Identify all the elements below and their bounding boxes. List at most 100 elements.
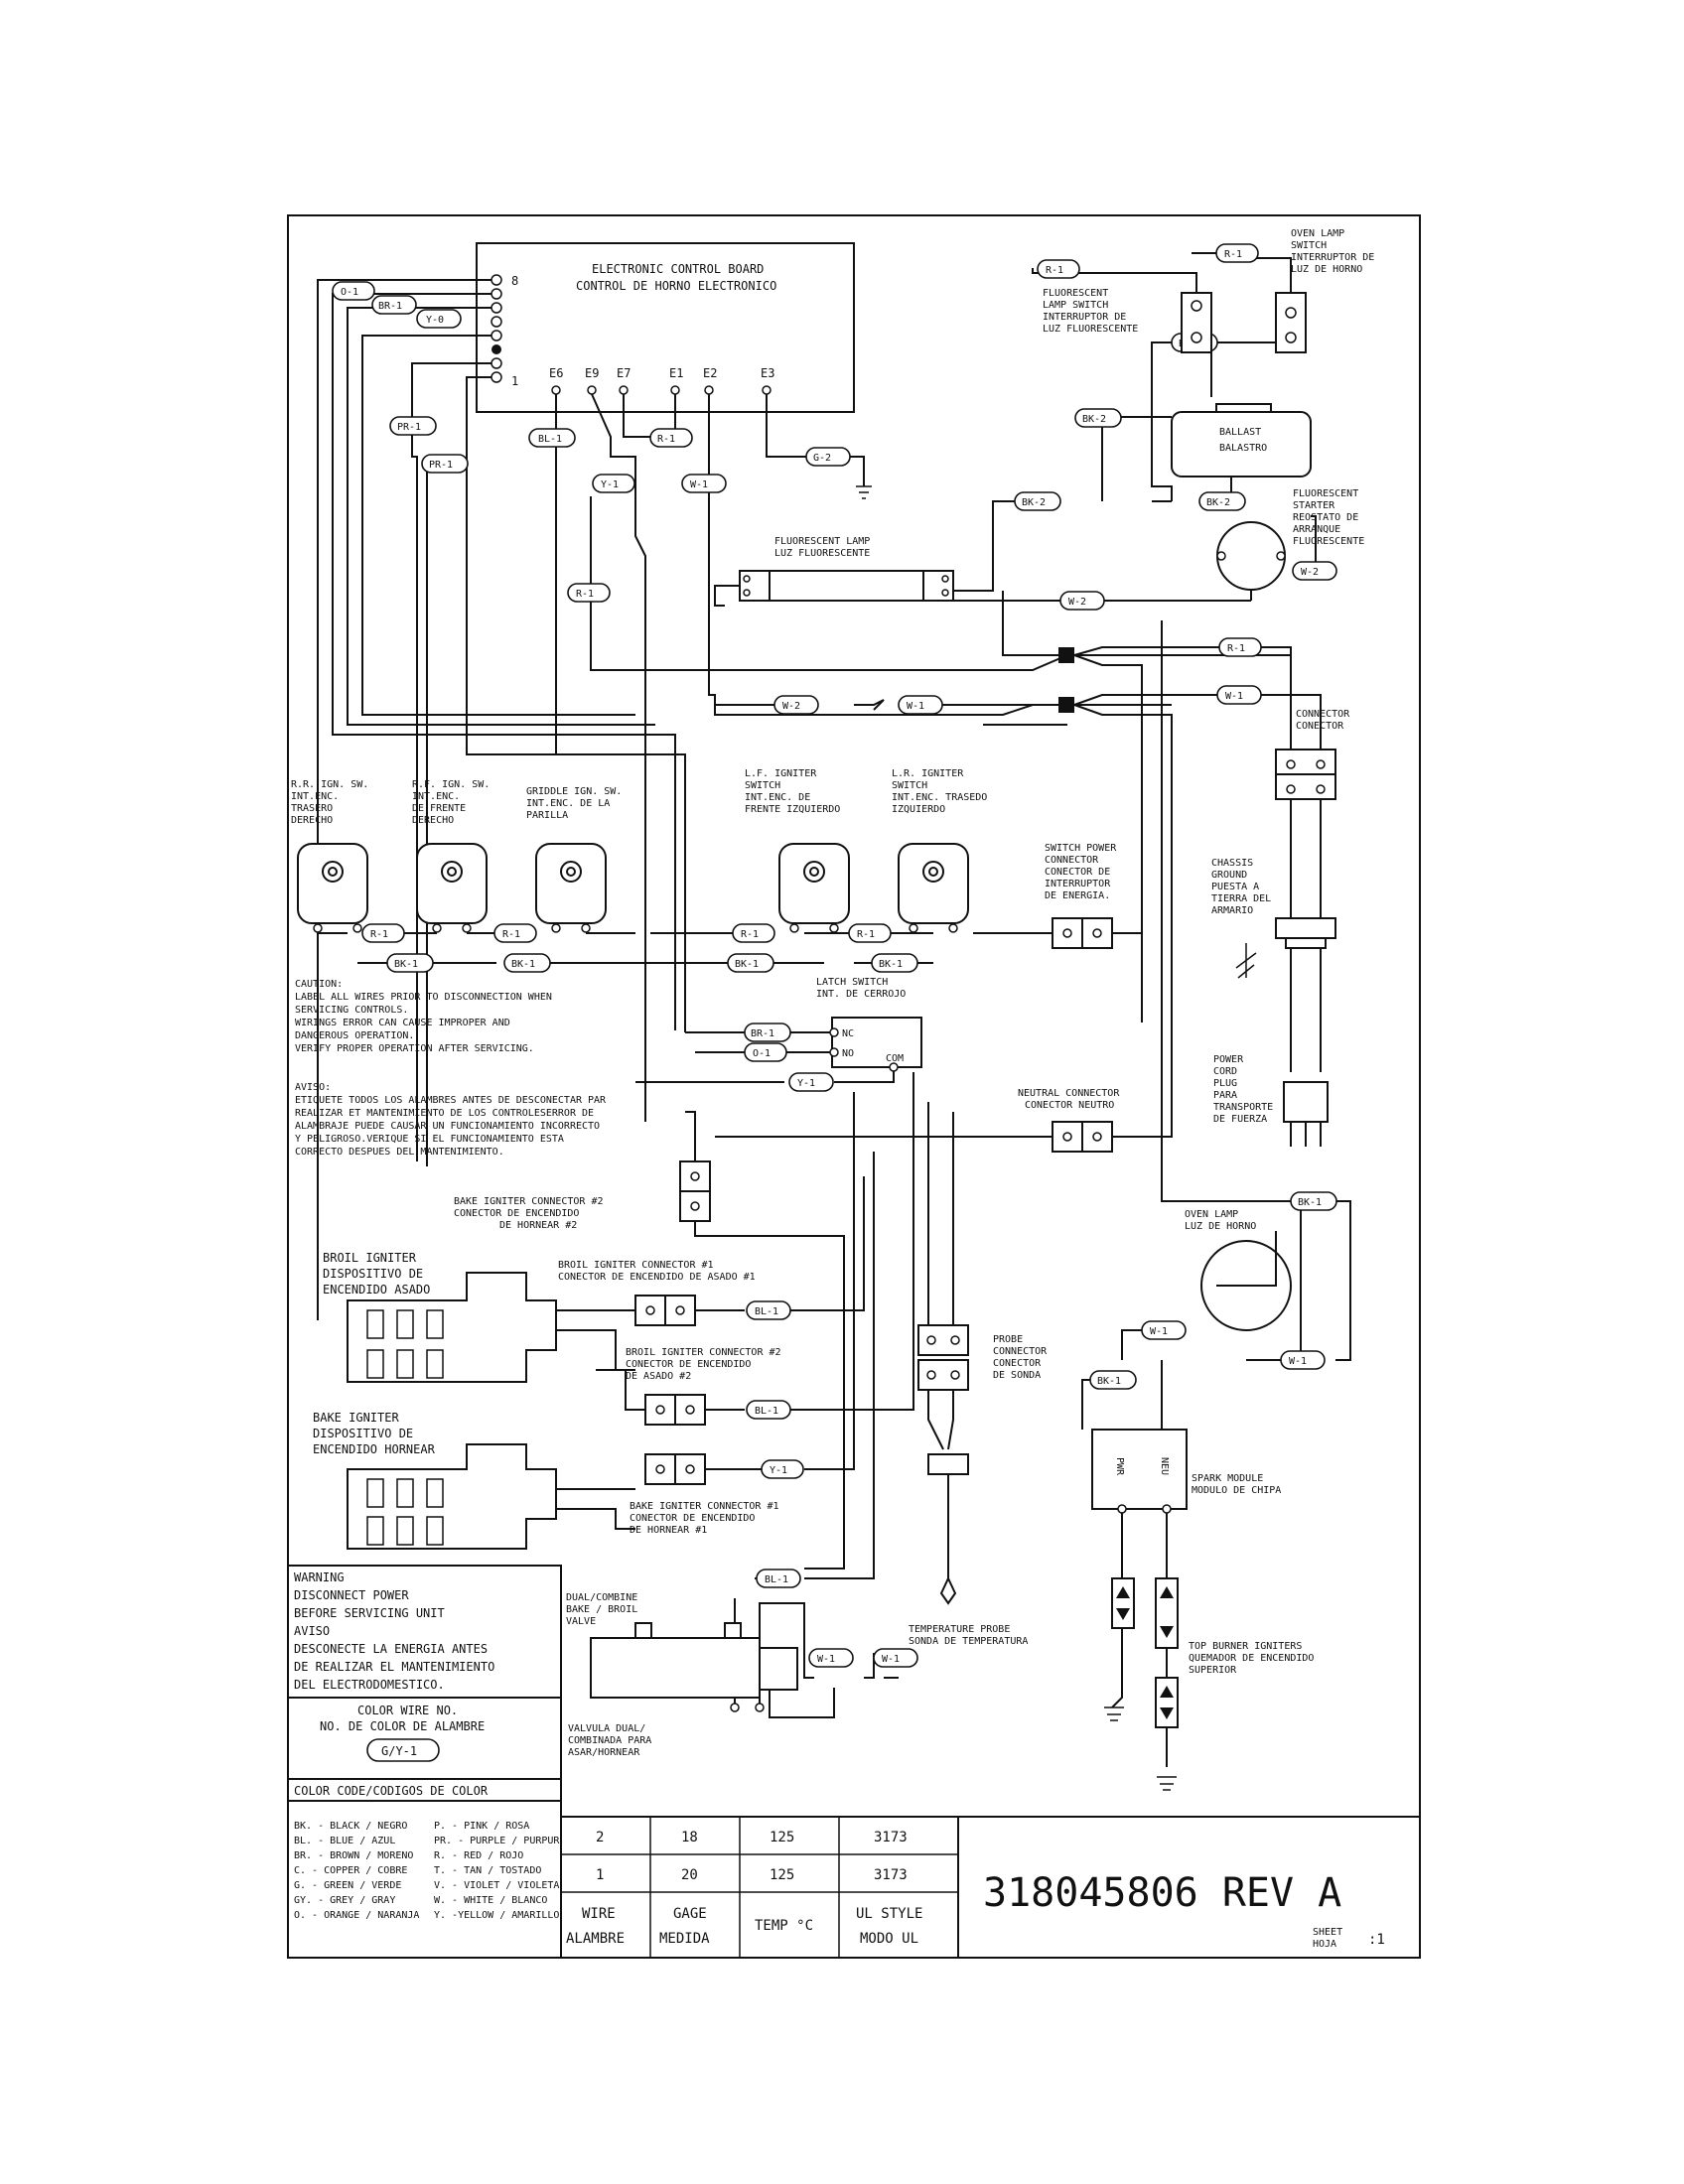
svg-text:BROIL IGNITER: BROIL IGNITER bbox=[323, 1251, 417, 1265]
svg-text:FLUORESCENT: FLUORESCENT bbox=[1043, 288, 1108, 299]
svg-text:SWITCH: SWITCH bbox=[1291, 240, 1327, 251]
svg-text:DE HORNEAR #2: DE HORNEAR #2 bbox=[499, 1220, 577, 1231]
pin-label-top: 8 bbox=[511, 274, 518, 288]
svg-text:AVISO: AVISO bbox=[294, 1624, 330, 1638]
tag-w1-spark: W-1 bbox=[1150, 1326, 1168, 1337]
tag-bl1-broil1: BL-1 bbox=[755, 1306, 778, 1317]
svg-text:DE FRENTE: DE FRENTE bbox=[412, 803, 466, 814]
svg-text:ARMARIO: ARMARIO bbox=[1211, 905, 1253, 916]
tag-w1-ovenlamp: W-1 bbox=[1289, 1356, 1307, 1367]
svg-text:ETIQUETE TODOS LOS ALAMBRES AN: ETIQUETE TODOS LOS ALAMBRES ANTES DE DES… bbox=[295, 1095, 607, 1106]
fluorescent-lamp-switch: FLUORESCENT LAMP SWITCH INTERRUPTOR DE L… bbox=[1043, 288, 1212, 353]
broil-igniter-connector-1: BROIL IGNITER CONNECTOR #1 CONECTOR DE E… bbox=[558, 1260, 756, 1326]
svg-text:BL. - BLUE / AZUL: BL. - BLUE / AZUL bbox=[294, 1836, 395, 1846]
svg-text:COM: COM bbox=[886, 1053, 904, 1064]
spark-module: PWR NEU SPARK MODULE MODULO DE CHIPA bbox=[1091, 1429, 1281, 1514]
svg-text:TEMPERATURE PROBE: TEMPERATURE PROBE bbox=[909, 1624, 1010, 1635]
svg-text:INT.ENC. TRASEDO: INT.ENC. TRASEDO bbox=[892, 792, 987, 803]
svg-text:DE REALIZAR EL MANTENIMIENTO: DE REALIZAR EL MANTENIMIENTO bbox=[294, 1660, 494, 1674]
connector: CONNECTOR CONECTOR bbox=[1275, 709, 1350, 800]
tag-bk1-lf: BK-1 bbox=[735, 959, 759, 970]
svg-text:REOSTATO DE: REOSTATO DE bbox=[1293, 512, 1358, 523]
tag-bl1-valve: BL-1 bbox=[765, 1574, 788, 1585]
svg-text:LUZ FLUORESCENTE: LUZ FLUORESCENTE bbox=[774, 548, 870, 559]
svg-text:BR. - BROWN / MORENO: BR. - BROWN / MORENO bbox=[294, 1850, 413, 1861]
svg-text:ALAMBRE: ALAMBRE bbox=[566, 1931, 625, 1947]
svg-text:BALASTRO: BALASTRO bbox=[1219, 443, 1267, 454]
tag-r1-rr: R-1 bbox=[370, 929, 388, 940]
tag-y0: Y-0 bbox=[426, 315, 444, 326]
svg-text:ARRANQUE: ARRANQUE bbox=[1293, 524, 1340, 535]
svg-text:DESCONECTE LA ENERGIA ANTES: DESCONECTE LA ENERGIA ANTES bbox=[294, 1642, 488, 1656]
terminal-e6: E6 bbox=[549, 366, 563, 380]
svg-text:CONECTOR: CONECTOR bbox=[993, 1358, 1042, 1369]
svg-text:CORRECTO DESPUES DEL MANTENIMI: CORRECTO DESPUES DEL MANTENIMIENTO. bbox=[295, 1147, 504, 1158]
terminal-e9: E9 bbox=[585, 366, 599, 380]
svg-text:TOP BURNER IGNITERS: TOP BURNER IGNITERS bbox=[1189, 1641, 1302, 1652]
sheet-label: SHEET bbox=[1313, 1927, 1342, 1938]
svg-text:BAKE / BROIL: BAKE / BROIL bbox=[566, 1604, 637, 1615]
tag-bk1-rf: BK-1 bbox=[511, 959, 535, 970]
svg-text:INT.ENC. DE LA: INT.ENC. DE LA bbox=[526, 798, 610, 809]
svg-text:LUZ DE HORNO: LUZ DE HORNO bbox=[1291, 264, 1362, 275]
svg-text:G. - GREEN / VERDE: G. - GREEN / VERDE bbox=[294, 1880, 401, 1891]
svg-text:WIRINGS ERROR CAN CAUSE IMPROP: WIRINGS ERROR CAN CAUSE IMPROPER AND bbox=[295, 1018, 510, 1028]
tag-bk2-a: BK-2 bbox=[1082, 414, 1106, 425]
svg-text:MEDIDA: MEDIDA bbox=[659, 1931, 710, 1947]
svg-text:DEL ELECTRODOMESTICO.: DEL ELECTRODOMESTICO. bbox=[294, 1678, 445, 1692]
fluorescent-starter: FLUORESCENT STARTER REOSTATO DE ARRANQUE… bbox=[1216, 488, 1364, 591]
control-board-title-es: CONTROL DE HORNO ELECTRONICO bbox=[576, 279, 776, 293]
svg-text:COLOR WIRE NO.: COLOR WIRE NO. bbox=[357, 1704, 458, 1717]
svg-text:FLUORESCENT: FLUORESCENT bbox=[1293, 488, 1358, 499]
svg-text:CONECTOR: CONECTOR bbox=[1296, 721, 1344, 732]
svg-text:G/Y-1: G/Y-1 bbox=[381, 1744, 417, 1758]
svg-text:L.F. IGNITER: L.F. IGNITER bbox=[745, 768, 817, 779]
tag-r1-rf: R-1 bbox=[502, 929, 520, 940]
pin-label-bottom: 1 bbox=[511, 374, 518, 388]
svg-text:C. - COPPER / COBRE: C. - COPPER / COBRE bbox=[294, 1865, 407, 1876]
svg-text:WIRE: WIRE bbox=[582, 1906, 616, 1922]
oven-lamp-switch: OVEN LAMP SWITCH INTERRUPTOR DE LUZ DE H… bbox=[1275, 228, 1374, 353]
svg-text:125: 125 bbox=[770, 1867, 794, 1883]
tag-bk1-rr: BK-1 bbox=[394, 959, 418, 970]
latch-switch: NC NO COM LATCH SWITCH INT. DE CERROJO bbox=[816, 977, 922, 1072]
svg-text:NEU: NEU bbox=[1159, 1457, 1170, 1475]
svg-text:GY. - GREY / GRAY: GY. - GREY / GRAY bbox=[294, 1895, 395, 1906]
svg-text:TEMP °C: TEMP °C bbox=[755, 1918, 813, 1934]
tag-r1-board: R-1 bbox=[657, 434, 675, 445]
tag-g2: G-2 bbox=[813, 453, 831, 464]
document-number: 318045806 REV A bbox=[983, 1870, 1341, 1916]
caution-notice: CAUTION: LABEL ALL WIRES PRIOR TO DISCON… bbox=[295, 979, 607, 1158]
tag-r1-mid: R-1 bbox=[576, 589, 594, 600]
tag-bl1-broil2: BL-1 bbox=[755, 1406, 778, 1417]
svg-text:INTERRUPTOR DE: INTERRUPTOR DE bbox=[1291, 252, 1374, 263]
svg-text:SONDA DE TEMPERATURA: SONDA DE TEMPERATURA bbox=[909, 1636, 1028, 1647]
tag-w1-conn: W-1 bbox=[1225, 691, 1243, 702]
tag-bk2-c: BK-2 bbox=[1206, 497, 1230, 508]
title-block: 318045806 REV A SHEET HOJA :1 bbox=[957, 1816, 1421, 1959]
tag-y1-latch: Y-1 bbox=[797, 1078, 815, 1089]
svg-text:BROIL IGNITER CONNECTOR #1: BROIL IGNITER CONNECTOR #1 bbox=[558, 1260, 714, 1271]
neutral-connector: NEUTRAL CONNECTOR CONECTOR NEUTRO bbox=[1018, 1088, 1120, 1153]
svg-text:CONECTOR DE ENCENDIDO: CONECTOR DE ENCENDIDO bbox=[630, 1513, 755, 1524]
svg-text:LUZ FLUORESCENTE: LUZ FLUORESCENTE bbox=[1043, 324, 1138, 335]
svg-text:BAKE IGNITER CONNECTOR #1: BAKE IGNITER CONNECTOR #1 bbox=[630, 1501, 779, 1512]
color-wire-legend: COLOR WIRE NO. NO. DE COLOR DE ALAMBRE G… bbox=[287, 1697, 562, 1780]
tag-w2-starter: W-2 bbox=[1301, 567, 1319, 578]
svg-text:BAKE IGNITER: BAKE IGNITER bbox=[313, 1411, 399, 1425]
svg-text:CHASSIS: CHASSIS bbox=[1211, 858, 1253, 869]
svg-text:UL STYLE: UL STYLE bbox=[856, 1906, 922, 1922]
svg-text:ENCENDIDO ASADO: ENCENDIDO ASADO bbox=[323, 1283, 430, 1297]
svg-text:FRENTE IZQUIERDO: FRENTE IZQUIERDO bbox=[745, 804, 840, 815]
svg-text:DE FUERZA: DE FUERZA bbox=[1213, 1114, 1267, 1125]
svg-text:ENCENDIDO HORNEAR: ENCENDIDO HORNEAR bbox=[313, 1442, 436, 1456]
svg-text:MODULO DE CHIPA: MODULO DE CHIPA bbox=[1192, 1485, 1281, 1496]
sheet-number: :1 bbox=[1368, 1932, 1385, 1948]
svg-text:CONNECTOR: CONNECTOR bbox=[1045, 855, 1099, 866]
svg-text:T. - TAN / TOSTADO: T. - TAN / TOSTADO bbox=[434, 1865, 541, 1876]
svg-text:R. - RED / ROJO: R. - RED / ROJO bbox=[434, 1850, 523, 1861]
bake-igniter-connector-1: BAKE IGNITER CONNECTOR #1 CONECTOR DE EN… bbox=[630, 1453, 779, 1536]
svg-text:O. - ORANGE / NARANJA: O. - ORANGE / NARANJA bbox=[294, 1910, 419, 1921]
fluorescent-lamp: FLUORESCENT LAMP LUZ FLUORESCENTE bbox=[739, 536, 954, 602]
